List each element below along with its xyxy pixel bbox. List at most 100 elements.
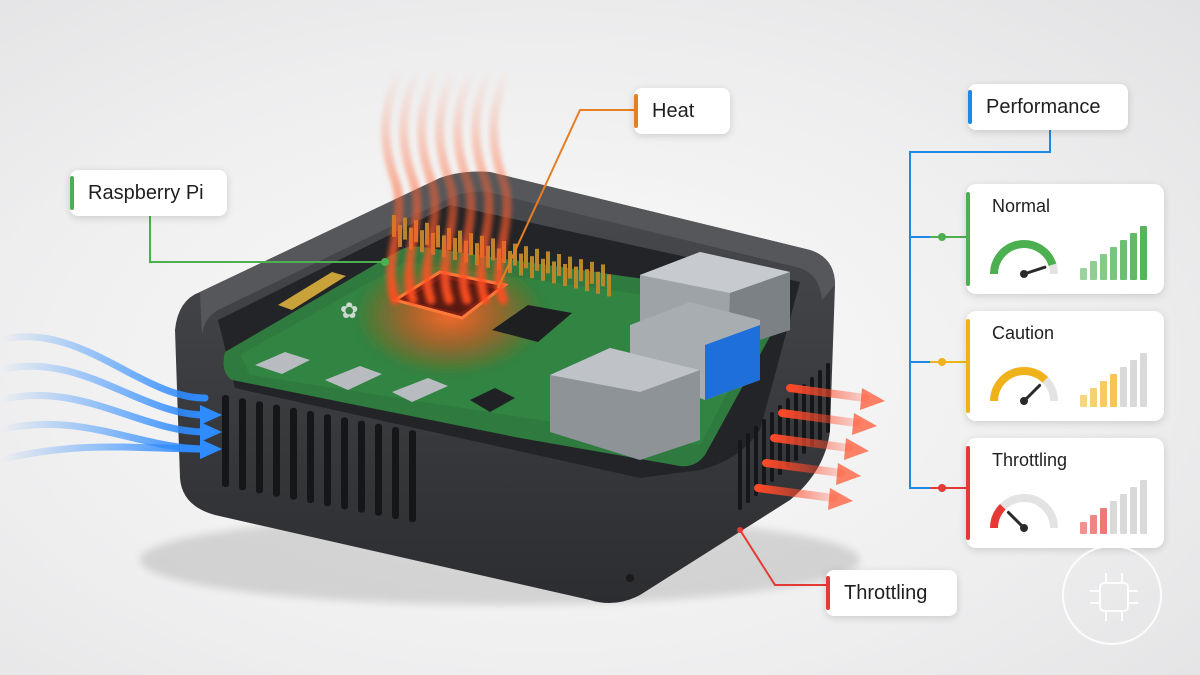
- performance-label: Performance: [968, 84, 1128, 130]
- signal-bars-icon: [1080, 226, 1147, 280]
- exhaust-arrowhead: [860, 388, 885, 410]
- vent-slots-right: [738, 363, 830, 510]
- normal-node-dot: [938, 233, 946, 241]
- watermark-logo: [1062, 545, 1162, 645]
- heat-wave: [453, 65, 476, 305]
- heat-wave: [489, 65, 512, 305]
- gauge-fill: [990, 240, 1057, 275]
- gauge-icon: [990, 240, 1058, 278]
- caution-node-dot: [938, 358, 946, 366]
- signal-bar: [1140, 226, 1147, 280]
- cool-airflow-arrows: [0, 333, 222, 464]
- card-title: Normal: [992, 196, 1051, 216]
- gauge-fill: [990, 367, 1049, 402]
- vent-slot: [341, 417, 348, 510]
- exhaust-arrowhead: [836, 463, 861, 485]
- raspberry-pi-leader-line: [149, 205, 385, 263]
- performance-card-normal: Normal: [966, 184, 1164, 294]
- gpio-pin: [585, 269, 589, 292]
- card-graphics: [990, 353, 1147, 407]
- gpio-pin: [425, 222, 429, 245]
- vent-slot: [762, 419, 766, 489]
- gpio-pin: [491, 238, 495, 261]
- gpio-pin: [530, 256, 534, 279]
- gpio-pin: [579, 259, 583, 282]
- gpio-pin: [524, 246, 528, 269]
- case-screw-hole: [626, 574, 634, 582]
- signal-bar: [1120, 240, 1127, 280]
- gpio-pin: [469, 233, 473, 256]
- exhaust-line: [754, 484, 837, 502]
- vent-slot: [222, 395, 229, 487]
- gauge-hub: [1020, 524, 1028, 532]
- airflow-arrowhead: [200, 422, 222, 442]
- vent-slot: [375, 423, 382, 516]
- ethernet-port: [550, 348, 700, 460]
- heat-label: Heat: [634, 88, 730, 134]
- signal-bar: [1110, 374, 1117, 407]
- gpio-pin: [535, 248, 539, 271]
- signal-bar: [1080, 522, 1087, 534]
- gauge-hub: [1020, 270, 1028, 278]
- card-graphics: [990, 226, 1147, 280]
- signal-bar: [1090, 388, 1097, 407]
- vent-slot: [358, 420, 365, 513]
- signal-bar: [1100, 254, 1107, 280]
- gpio-pin: [486, 245, 490, 268]
- label-accent-bar: [968, 90, 972, 124]
- signal-bar: [1140, 353, 1147, 407]
- raspberry-logo-icon: ✿: [340, 298, 358, 323]
- vent-slot: [794, 391, 798, 461]
- gpio-pin: [563, 264, 567, 286]
- throttling-node-dot: [938, 484, 946, 492]
- exhaust-line: [762, 459, 845, 477]
- throttling-leader-dot: [737, 527, 743, 533]
- vent-slot: [409, 430, 416, 523]
- heat-wave: [381, 65, 404, 305]
- card-graphics: [990, 480, 1147, 534]
- heat-leader-line: [497, 109, 637, 289]
- vent-slots-front: [222, 395, 416, 523]
- vent-slot: [754, 426, 758, 496]
- heat-waves: [381, 65, 512, 305]
- circuit-logo-icon: [1090, 573, 1138, 621]
- airflow-line: [0, 443, 209, 464]
- gpio-pin: [541, 258, 545, 281]
- gpio-pin: [607, 274, 611, 297]
- gpio-pin: [574, 266, 578, 289]
- vent-slot: [786, 398, 790, 468]
- gpio-pin: [552, 261, 556, 284]
- gpio-pin: [519, 253, 523, 276]
- hot-exhaust-arrows: [754, 384, 885, 510]
- signal-bar: [1110, 247, 1117, 280]
- performance-label-text: Performance: [986, 96, 1101, 118]
- gauge-track: [990, 494, 1058, 529]
- signal-bar: [1130, 233, 1137, 280]
- gauge-icon: [990, 494, 1058, 532]
- gpio-pin: [546, 251, 550, 274]
- vent-slot: [273, 404, 280, 497]
- signal-bar: [1080, 395, 1087, 407]
- heat-wave: [399, 65, 422, 305]
- camera-connector: [278, 272, 346, 310]
- gpio-pin: [513, 243, 517, 266]
- airflow-arrowhead: [200, 439, 222, 459]
- exhaust-line: [770, 434, 853, 452]
- label-accent-bar: [826, 576, 830, 610]
- performance-card-throttling: Throttling: [966, 438, 1164, 548]
- gpio-pin: [475, 243, 479, 266]
- gauge-fill: [990, 503, 1006, 529]
- signal-bar: [1100, 381, 1107, 407]
- gpio-pin: [403, 217, 407, 240]
- raspberry-pi-label-text: Raspberry Pi: [88, 182, 204, 204]
- performance-card-caution: Caution: [966, 311, 1164, 421]
- vent-slot: [324, 414, 331, 507]
- signal-bars-icon: [1080, 353, 1147, 407]
- gpio-pin: [601, 264, 605, 287]
- vent-slot: [818, 370, 822, 440]
- vent-slot: [307, 411, 314, 503]
- heat-label-text: Heat: [652, 100, 695, 122]
- label-accent-bar: [70, 176, 74, 210]
- gauge-hub: [1020, 397, 1028, 405]
